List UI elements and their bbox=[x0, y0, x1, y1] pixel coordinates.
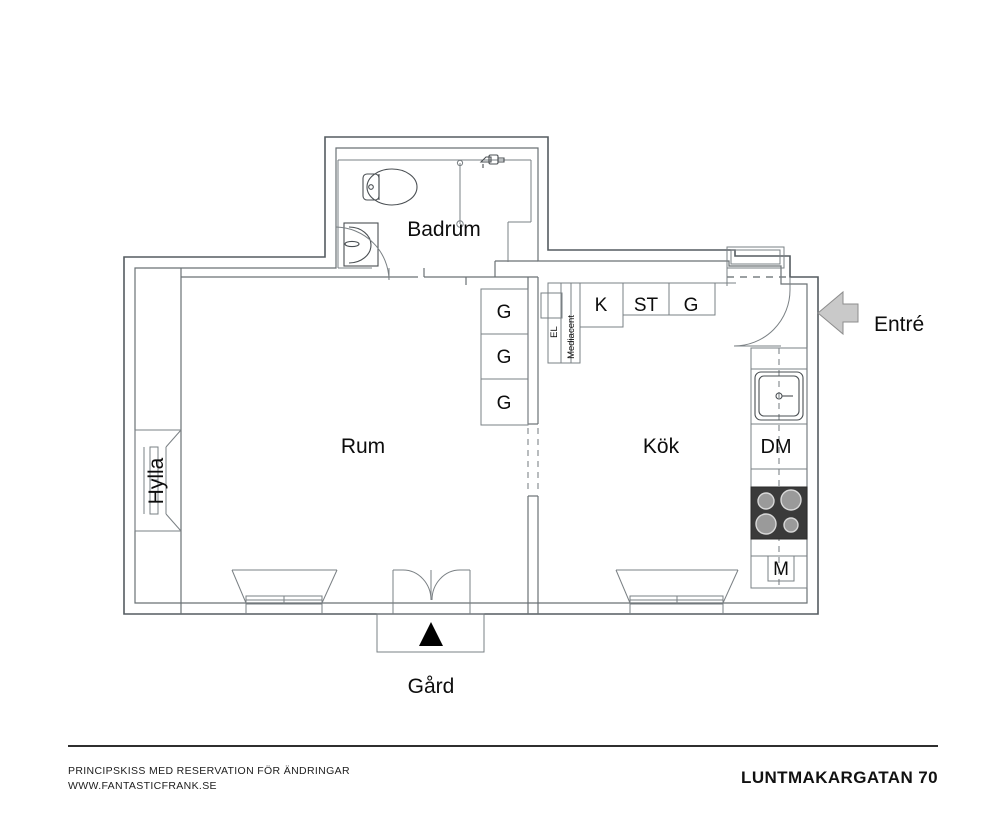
wardrobe-label-g-top: G bbox=[497, 302, 512, 323]
footer-divider bbox=[68, 745, 938, 747]
kitchen-sink-icon bbox=[754, 371, 804, 421]
entrance-door[interactable] bbox=[733, 277, 859, 347]
cooktop-icon bbox=[750, 486, 808, 540]
footer: PRINCIPSKISS MED RESERVATION FÖR ÄNDRING… bbox=[68, 745, 938, 805]
utility-label-el: EL bbox=[549, 326, 560, 338]
interior-walls bbox=[180, 159, 539, 614]
utility-label-mediacenter: Mediacent bbox=[566, 315, 577, 359]
cabinet-label-k: K bbox=[595, 295, 608, 316]
cabinet-label-g: G bbox=[684, 295, 699, 316]
appliance-label-dm: DM bbox=[760, 436, 791, 458]
window-kok-bottom bbox=[615, 569, 739, 614]
cabinet-label-st: ST bbox=[634, 295, 659, 316]
outer-walls bbox=[123, 136, 819, 615]
room-label-rum: Rum bbox=[341, 435, 385, 458]
room-label-kok: Kök bbox=[643, 435, 680, 458]
toilet-icon bbox=[362, 168, 418, 206]
plan-labels: Badrum Rum Kök Entré Gård G G G K ST G D… bbox=[145, 218, 924, 698]
bathroom-fixtures bbox=[335, 154, 505, 281]
shelf-bay-window bbox=[134, 429, 182, 532]
exterior-label-gard: Gård bbox=[408, 675, 455, 698]
appliance-label-m: M bbox=[773, 559, 789, 580]
wardrobe-label-g-bottom: G bbox=[497, 393, 512, 414]
wardrobe-label-g-middle: G bbox=[497, 347, 512, 368]
exterior-label-entre: Entré bbox=[874, 313, 924, 336]
room-label-badrum: Badrum bbox=[407, 218, 481, 241]
shower-mixer-icon bbox=[479, 154, 505, 168]
kitchen-window-top bbox=[726, 246, 790, 286]
kitchen-counter-run bbox=[750, 347, 808, 589]
shelf-label-hylla: Hylla bbox=[145, 457, 168, 504]
footer-disclaimer: PRINCIPSKISS MED RESERVATION FÖR ÄNDRING… bbox=[68, 764, 350, 794]
wardrobe-column bbox=[480, 288, 529, 426]
website-url[interactable]: WWW.FANTASTICFRANK.SE bbox=[68, 779, 217, 792]
property-title: LUNTMAKARGATAN 70 bbox=[741, 768, 938, 787]
courtyard-door[interactable] bbox=[376, 569, 485, 653]
bathroom-door bbox=[335, 226, 390, 281]
floor-drain-icon bbox=[456, 159, 464, 228]
disclaimer-line-1: PRINCIPSKISS MED RESERVATION FÖR ÄNDRING… bbox=[68, 765, 350, 777]
washbasin-icon bbox=[343, 222, 379, 267]
window-rum-bottom bbox=[231, 569, 338, 614]
kitchen-upper-cabinets bbox=[540, 282, 736, 364]
entry-direction-arrow-icon bbox=[419, 622, 443, 646]
entrance-arrow-icon bbox=[817, 290, 859, 336]
